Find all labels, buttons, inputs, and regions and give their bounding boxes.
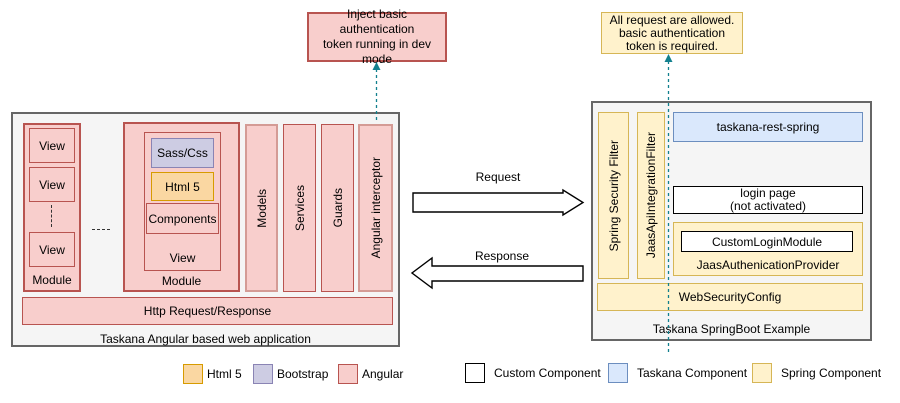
custom-login-module-box: CustomLoginModule [681,231,853,252]
services-bar: Services [283,124,316,292]
legend-label-html5: Html 5 [207,366,242,381]
jaas-authentication-provider-label: JaasAuthenicationProvider [696,258,840,272]
spring-security-filter-label: Spring Security Filter [606,139,621,252]
legend-label-bootstrap: Bootstrap [277,366,329,381]
jaas-api-integration-filter-bar: JaasApiIntegrationFilter [637,112,665,279]
html5-box: Html 5 [151,172,214,201]
module-1-label: Module [32,273,72,287]
view-box: View [29,167,75,202]
legend-item-spring-component: Spring Component [752,362,881,383]
horizontal-ellipsis [92,229,110,230]
taskana-rest-spring-box: taskana-rest-spring [673,112,863,142]
guards-label: Guards [330,188,345,228]
guards-bar: Guards [321,124,354,292]
vertical-ellipsis [51,205,52,227]
legend-item-custom-component: Custom Component [465,362,601,383]
legend-label-taskana-component: Taskana Component [637,365,748,380]
springboot-title: Taskana SpringBoot Example [652,322,811,336]
request-label: Request [475,170,521,184]
view-box: View [29,128,75,163]
models-label: Models [254,188,269,228]
bootstrap-swatch [253,363,273,384]
spring-security-filter-bar: Spring Security Filter [598,112,629,279]
request-arrow [412,188,585,217]
jaas-api-integration-filter-label: JaasApiIntegrationFilter [644,132,658,259]
angular-interceptor-label: Angular interceptor [368,157,383,259]
view-label: View [169,251,196,265]
models-bar: Models [245,124,278,292]
legend-item-html5: Html 5 [183,363,242,384]
view-box: View [29,232,75,267]
custom-component-swatch [465,362,485,383]
http-request-response-bar: Http Request/Response [22,297,393,325]
legend-item-angular: Angular [338,363,403,384]
spring-component-swatch [752,362,772,383]
services-label: Services [292,184,307,231]
components-box: Components [146,203,219,234]
auth-required-note: All request are allowed. basic authentic… [601,12,743,54]
legend-label-spring-component: Spring Component [781,365,882,380]
module-2-label: Module [161,274,202,288]
response-label: Response [474,249,530,263]
html5-swatch [183,363,203,384]
sass-css-box: Sass/Css [151,138,214,168]
taskana-component-swatch [608,362,628,383]
legend-item-taskana-component: Taskana Component [608,362,747,383]
dev-mode-note: Inject basic authentication token runnin… [307,7,447,66]
angular-app-title: Taskana Angular based web application [100,332,311,346]
legend-item-bootstrap: Bootstrap [253,363,328,384]
legend-label-custom-component: Custom Component [494,365,601,380]
angular-swatch [338,363,358,384]
legend-label-angular: Angular [362,366,404,381]
web-security-config-box: WebSecurityConfig [597,283,863,311]
login-page-box: login page (not activated) [673,186,863,214]
angular-interceptor-bar: Angular interceptor [358,124,393,292]
